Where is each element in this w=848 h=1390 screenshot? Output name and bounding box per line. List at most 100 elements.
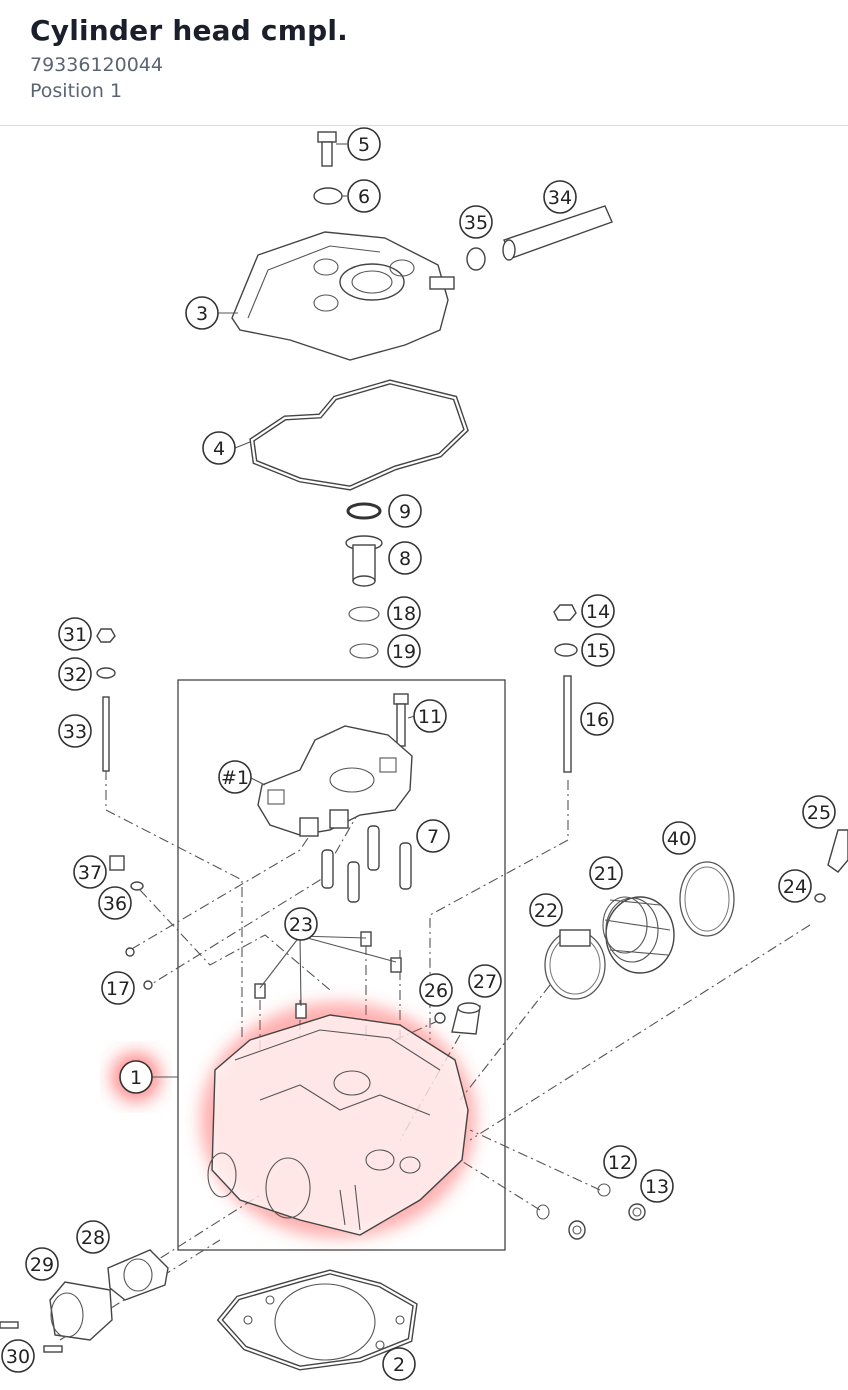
callout-36[interactable]: 36 [98,886,132,920]
callout-24[interactable]: 24 [778,869,812,903]
callout-circle[interactable] [58,657,92,691]
callout-label: 36 [103,893,127,915]
part-12-ring [597,1183,611,1197]
part-5-bolt [317,131,337,167]
callout-label: 34 [548,187,572,209]
callout-circle[interactable] [347,179,381,213]
page-title: Cylinder head cmpl. [30,14,348,47]
callout-21[interactable]: 21 [589,856,623,890]
part-22-hose-clamp [544,929,606,1000]
callout-22[interactable]: 22 [529,893,563,927]
callout-26[interactable]: 26 [419,973,453,1007]
callout-circle[interactable] [76,1220,110,1254]
callout-circle[interactable] [640,1169,674,1203]
callout-2[interactable]: 2 [382,1347,416,1381]
callout-circle[interactable] [98,886,132,920]
callout-circle[interactable] [58,617,92,651]
callout-19[interactable]: 19 [387,634,421,668]
callout-40[interactable]: 40 [662,821,696,855]
callout-circle[interactable] [58,714,92,748]
position-label: Position 1 [30,80,123,102]
callout-circle[interactable] [25,1247,59,1281]
callout-circle[interactable] [580,702,614,736]
callout-7[interactable]: 7 [416,819,450,853]
callout-3[interactable]: 3 [185,296,219,330]
callout-hash-1[interactable]: #1 [218,760,252,794]
callout-37[interactable]: 37 [73,855,107,889]
callout-circle[interactable] [603,1145,637,1179]
callout-28[interactable]: 28 [76,1220,110,1254]
callout-circle[interactable] [388,541,422,575]
part-6-washer [313,187,343,205]
callout-27[interactable]: 27 [468,964,502,998]
callout-label: 21 [594,863,618,885]
callout-label: 26 [424,980,448,1002]
callout-circle[interactable] [419,973,453,1007]
callout-13[interactable]: 13 [640,1169,674,1203]
callout-circle[interactable] [529,893,563,927]
part-13-plug [628,1203,646,1221]
part-18-o-ring [348,606,380,622]
callout-33[interactable]: 33 [58,714,92,748]
callout-34[interactable]: 34 [543,180,577,214]
callout-circle[interactable] [468,964,502,998]
callout-32[interactable]: 32 [58,657,92,691]
part-ring-small [536,1204,550,1220]
callout-25[interactable]: 25 [802,795,836,829]
callout-circle[interactable] [413,699,447,733]
callout-35[interactable]: 35 [459,205,493,239]
callout-15[interactable]: 15 [581,633,615,667]
callout-label: 24 [783,876,807,898]
callout-1[interactable]: 1 [119,1060,153,1094]
callout-circle[interactable] [382,1347,416,1381]
callout-circle[interactable] [388,494,422,528]
callout-circle[interactable] [202,431,236,465]
callout-6[interactable]: 6 [347,179,381,213]
callout-circle[interactable] [387,634,421,668]
callout-23[interactable]: 23 [284,907,318,941]
callout-leaders [152,143,416,1078]
callout-circle[interactable] [218,760,252,794]
callout-31[interactable]: 31 [58,617,92,651]
part-16-stud [563,675,572,773]
callout-label: 31 [63,624,87,646]
callout-circle[interactable] [347,127,381,161]
part-24-washer [814,893,826,903]
page-header: Cylinder head cmpl. 79336120044 Position… [0,0,848,126]
callout-circle[interactable] [459,205,493,239]
part-40-clamp [679,861,735,937]
callout-16[interactable]: 16 [580,702,614,736]
callout-circle[interactable] [581,594,615,628]
callout-circle[interactable] [581,633,615,667]
callout-8[interactable]: 8 [388,541,422,575]
part-19-o-ring [349,643,379,659]
callout-label: 37 [78,862,102,884]
callout-circle[interactable] [284,907,318,941]
callout-29[interactable]: 29 [25,1247,59,1281]
part-37-plug [109,855,125,871]
callout-14[interactable]: 14 [581,594,615,628]
callout-30[interactable]: 30 [1,1339,35,1373]
callout-circle[interactable] [802,795,836,829]
callout-circle[interactable] [101,971,135,1005]
callout-18[interactable]: 18 [387,596,421,630]
part-cam-bridge [257,725,413,837]
part-17-plug [143,980,153,990]
callout-circle[interactable] [119,1060,153,1094]
callout-circle[interactable] [73,855,107,889]
callout-circle[interactable] [543,180,577,214]
callout-17[interactable]: 17 [101,971,135,1005]
part-32-washer [96,667,116,679]
callout-circle[interactable] [1,1339,35,1373]
callout-circle[interactable] [387,596,421,630]
callout-5[interactable]: 5 [347,127,381,161]
callout-9[interactable]: 9 [388,494,422,528]
callout-circle[interactable] [185,296,219,330]
callout-circle[interactable] [662,821,696,855]
callout-circle[interactable] [778,869,812,903]
callout-circle[interactable] [589,856,623,890]
callout-4[interactable]: 4 [202,431,236,465]
callout-circle[interactable] [416,819,450,853]
callout-12[interactable]: 12 [603,1145,637,1179]
callout-11[interactable]: 11 [413,699,447,733]
